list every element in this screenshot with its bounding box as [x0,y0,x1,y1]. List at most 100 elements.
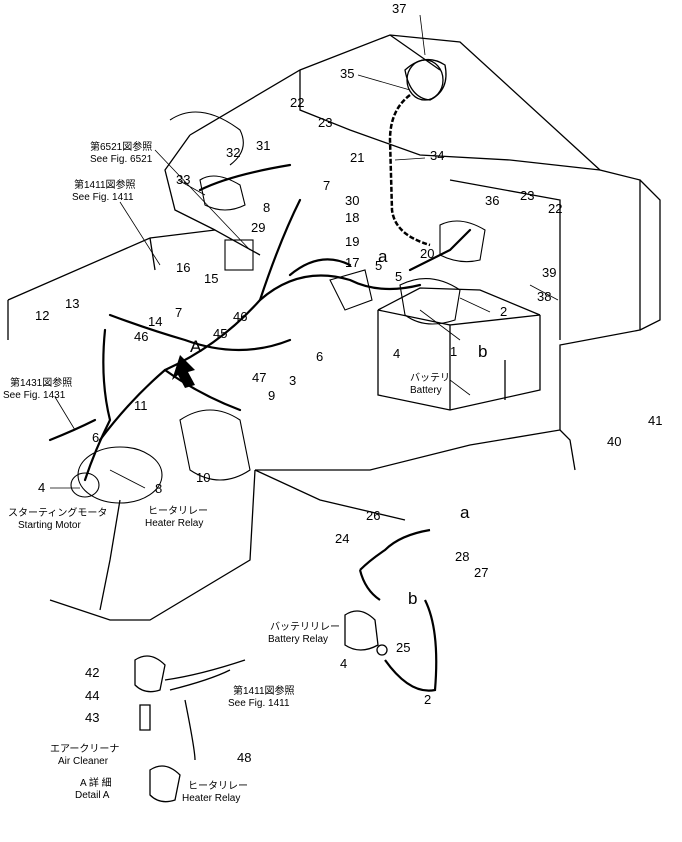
label-battery-jp: バッテリ [410,372,450,384]
callout-14: 14 [148,314,162,329]
callout-9: 9 [268,388,275,403]
callout-44: 44 [85,688,99,703]
callout-3: 3 [289,373,296,388]
letter-a-bottom: a [460,503,470,522]
battery-cable-assembly [358,528,438,692]
callout-4b: 4 [38,480,45,495]
callout-2: 2 [500,304,507,319]
callout-36: 36 [485,193,499,208]
callout-43: 43 [85,710,99,725]
label-battery-relay-en: Battery Relay [268,634,328,645]
letter-b-top: b [478,342,487,361]
callout-30: 30 [345,193,359,208]
callout-13: 13 [65,296,79,311]
callout-41: 41 [648,413,662,428]
label-see-1411b-jp: 第1411図参照 [233,684,295,697]
callout-6b: 6 [92,430,99,445]
label-detail-a-jp: A 詳 細 [80,776,112,789]
label-heater-relay2-en: Heater Relay [182,793,240,804]
callout-46: 46 [134,329,148,344]
horn-37 [404,58,447,101]
callout-22: 22 [290,95,304,110]
machine-body-outline [7,34,661,621]
label-see-1411b-en: See Fig. 1411 [228,698,290,709]
callout-1: 1 [450,344,457,359]
label-see-6521-jp: 第6521図参照 [90,140,152,153]
text-labels: 第6521図参照 See Fig. 6521 第1411図参照 See Fig.… [3,140,450,804]
callout-15: 15 [204,271,218,286]
callout-18: 18 [345,210,359,225]
label-see-1411-jp: 第1411図参照 [74,178,136,191]
callout-40: 40 [607,434,621,449]
callout-46b: 46 [233,309,247,324]
callout-37: 37 [392,1,406,16]
callout-6: 6 [316,349,323,364]
label-heater-relay2-jp: ヒータリレー [188,780,248,792]
wiring-harness [48,163,472,482]
label-starting-motor-en: Starting Motor [18,520,81,531]
letter-a-top: a [378,247,388,266]
callout-5b: 5 [395,269,402,284]
callout-11: 11 [134,398,148,413]
callout-35: 35 [340,66,354,81]
callout-7b: 7 [175,305,182,320]
callout-4c: 4 [340,656,347,671]
callout-47: 47 [252,370,266,385]
callout-31: 31 [256,138,270,153]
callout-24: 24 [335,531,349,546]
callout-5: 5 [375,258,382,273]
label-air-cleaner-en: Air Cleaner [58,756,109,767]
detail-a-drawing [134,655,246,803]
callout-20: 20 [420,246,434,261]
label-battery-en: Battery [410,385,442,396]
battery-relay [344,610,388,656]
leader-lines [50,14,559,489]
callout-22b: 22 [548,201,562,216]
callout-39: 39 [542,265,556,280]
callout-48: 48 [237,750,251,765]
callout-27: 27 [474,565,488,580]
callout-32: 32 [226,145,240,160]
label-see-6521-en: See Fig. 6521 [90,154,153,165]
callout-42: 42 [85,665,99,680]
cable-34 [388,94,431,247]
callout-8: 8 [263,200,270,215]
callout-23b: 23 [520,188,534,203]
callout-17: 17 [345,255,359,270]
callout-12: 12 [35,308,49,323]
battery-box [377,287,541,411]
label-see-1431-jp: 第1431図参照 [10,376,72,389]
callout-10: 10 [196,470,210,485]
callout-4: 4 [393,346,400,361]
label-battery-relay-jp: バッテリリレー [270,621,340,633]
callout-23: 23 [318,115,332,130]
letter-b-bottom: b [408,589,417,608]
label-starting-motor-jp: スターティングモータ [8,506,107,519]
callout-45: 45 [213,326,227,341]
callout-38: 38 [537,289,551,304]
label-see-1411-en: See Fig. 1411 [72,192,134,203]
callout-33: 33 [176,172,190,187]
callout-8b: 8 [155,481,162,496]
callout-19: 19 [345,234,359,249]
detail-a-arrow [172,355,195,388]
detail-marker-a: A [190,337,202,356]
callout-numbers: 37 35 22 23 34 21 31 32 33 7 30 8 18 29 … [35,1,662,765]
callout-21: 21 [350,150,364,165]
callout-25: 25 [396,640,410,655]
callout-2b: 2 [424,692,431,707]
label-detail-a-en: Detail A [75,790,110,801]
callout-28: 28 [455,549,469,564]
callout-26: 26 [366,508,380,523]
callout-29: 29 [251,220,265,235]
callout-34: 34 [430,148,444,163]
callout-16: 16 [176,260,190,275]
engine-components [70,111,486,504]
label-see-1431-en: See Fig. 1431 [3,390,66,401]
label-heater-relay-en: Heater Relay [145,518,203,529]
reference-letters: a b a b A [190,247,487,608]
callout-7: 7 [323,178,330,193]
label-heater-relay-jp: ヒータリレー [148,505,208,517]
